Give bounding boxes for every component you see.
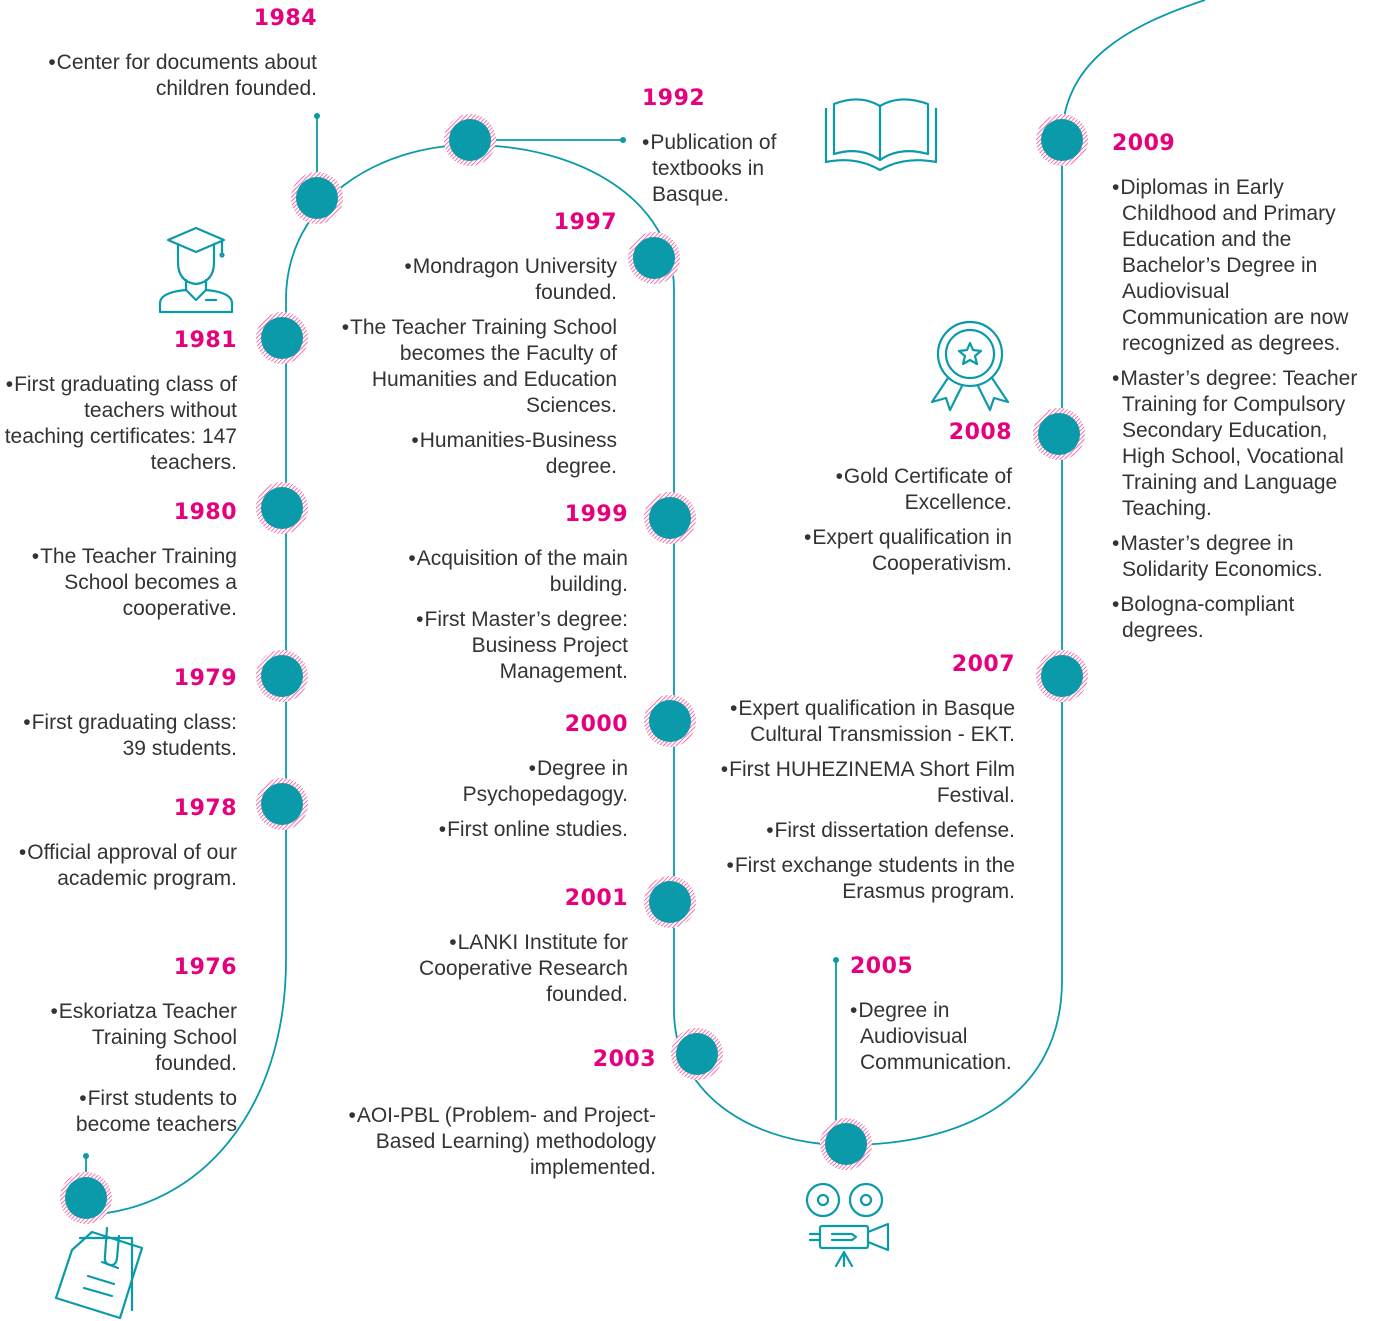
event-item: Expert qualification in Cooperativism. [760,525,1012,577]
event-1997: 1997 Mondragon University founded. The T… [337,210,617,489]
event-year: 1981 [173,328,237,353]
event-year: 2009 [1112,131,1176,156]
timeline-node-2009 [1036,114,1088,166]
event-year: 1984 [253,6,317,31]
event-2007: 2007 Expert qualification in Basque Cult… [700,652,1015,914]
timeline-node-2003 [671,1028,723,1080]
graduate-icon [158,226,234,314]
event-item: LANKI Institute for Cooperative Research… [388,930,628,1008]
event-2008: 2008 Gold Certificate of Excellence. Exp… [760,420,1012,586]
event-item: Master’s degree in Solidarity Economics. [1112,531,1372,583]
event-1984: 1984 Center for documents about children… [40,6,317,111]
event-item: Eskoriatza Teacher Training School found… [17,999,237,1077]
timeline-node-1979 [256,650,308,702]
timeline-node-2008 [1033,408,1085,460]
timeline-node-1999 [644,492,696,544]
event-1992: 1992 Publication of textbooks in Basque. [642,86,817,217]
timeline-node-2000 [644,695,696,747]
award-ribbon-icon [930,320,1010,412]
event-item: Publication of textbooks in Basque. [642,130,817,208]
event-item: Center for documents about children foun… [40,50,317,102]
timeline-node-2005 [820,1118,872,1170]
event-1976: 1976 Eskoriatza Teacher Training School … [17,955,237,1147]
event-item: Bologna-compliant degrees. [1112,592,1372,644]
documents-icon [54,1226,144,1320]
timeline-node-2001 [644,876,696,928]
event-year: 1978 [173,796,237,821]
event-2003: 2003 AOI-PBL (Problem- and Project-Based… [348,1047,656,1190]
timeline-node-1984 [291,172,343,224]
event-item: Acquisition of the main building. [358,546,628,598]
timeline-node-1997 [628,232,680,284]
event-year: 2008 [948,420,1012,445]
event-item: First graduating class of teachers witho… [0,372,237,476]
event-item: First students to become teachers [17,1086,237,1138]
event-item: Expert qualification in Basque Cultural … [700,696,1015,748]
film-camera-icon [805,1182,890,1268]
event-item: First Master’s degree: Business Project … [358,607,628,685]
event-year: 1979 [173,666,237,691]
event-1979: 1979 First graduating class: 39 students… [17,666,237,771]
event-year: 2007 [951,652,1015,677]
event-2000: 2000 Degree in Psychopedagogy. First onl… [398,712,628,852]
event-year: 1976 [173,955,237,980]
event-year: 2003 [592,1047,656,1072]
timeline-node-1978 [256,778,308,830]
event-1980: 1980 The Teacher Training School becomes… [17,500,237,631]
event-year: 1997 [553,210,617,235]
open-book-icon [824,98,938,172]
event-1978: 1978 Official approval of our academic p… [17,796,237,901]
event-item: First graduating class: 39 students. [17,710,237,762]
event-item: AOI-PBL (Problem- and Project-Based Lear… [348,1103,656,1181]
timeline-node-1976 [60,1172,112,1224]
event-year: 1999 [564,502,628,527]
event-year: 2001 [564,886,628,911]
event-item: First exchange students in the Erasmus p… [700,853,1015,905]
event-item: Degree in Psychopedagogy. [398,756,628,808]
event-2005: 2005 Degree in Audiovisual Communication… [850,954,1040,1085]
event-item: The Teacher Training School becomes the … [337,315,617,419]
event-item: First dissertation defense. [700,818,1015,844]
event-1999: 1999 Acquisition of the main building. F… [358,502,628,694]
event-year: 1980 [173,500,237,525]
timeline-node-2007 [1036,650,1088,702]
timeline-node-1980 [256,482,308,534]
event-year: 2005 [850,954,914,979]
event-item: Diplomas in Early Childhood and Primary … [1112,175,1372,357]
event-item: Gold Certificate of Excellence. [760,464,1012,516]
event-1981: 1981 First graduating class of teachers … [0,328,237,485]
event-item: First online studies. [398,817,628,843]
timeline-path [85,0,1206,1216]
event-item: Humanities-Business degree. [337,428,617,480]
event-item: Degree in Audiovisual Communication. [850,998,1040,1076]
timeline-node-1981 [256,312,308,364]
event-item: Mondragon University founded. [337,254,617,306]
event-year: 2000 [564,712,628,737]
timeline-node-1992 [444,114,496,166]
event-item: The Teacher Training School becomes a co… [17,544,237,622]
event-item: Master’s degree: Teacher Training for Co… [1112,366,1372,522]
event-item: Official approval of our academic progra… [17,840,237,892]
event-item: First HUHEZINEMA Short Film Festival. [700,757,1015,809]
event-2009: 2009 Diplomas in Early Childhood and Pri… [1112,131,1372,653]
event-2001: 2001 LANKI Institute for Cooperative Res… [388,886,628,1017]
event-year: 1992 [642,86,706,111]
